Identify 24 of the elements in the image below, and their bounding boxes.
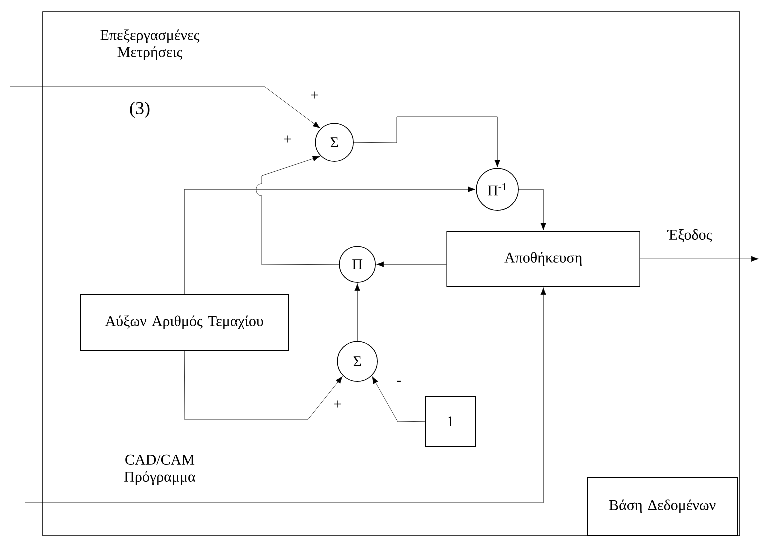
sign-label: + <box>312 92 318 99</box>
block-box: Βάση Δεδομένων <box>587 477 738 536</box>
arrow <box>376 262 447 268</box>
edge-label: Επεξεργασμένες Μετρήσεις <box>100 30 200 60</box>
block-box: Αποθήκευση <box>446 231 640 287</box>
equation-number: (3) <box>130 102 150 118</box>
sign-label: - <box>397 380 401 382</box>
arrow <box>640 256 759 262</box>
system-frame <box>42 12 740 536</box>
arrow <box>354 116 500 168</box>
edge-label: Έξοδος <box>667 229 712 243</box>
arrow <box>184 186 476 294</box>
arrow <box>10 86 320 129</box>
edge-label: CAD/CAM Πρόγραμμα <box>124 454 196 486</box>
arrow <box>256 156 340 266</box>
block-box: Αύξων Αριθμός Τεμαχίου <box>80 294 289 351</box>
sign-label: + <box>284 136 292 143</box>
sign-label: + <box>334 400 342 408</box>
block-box: 1 <box>425 396 476 447</box>
arrow <box>184 350 343 420</box>
arrow <box>24 288 546 504</box>
arrow <box>354 284 360 342</box>
arrow <box>372 376 426 422</box>
arrow <box>518 189 546 231</box>
